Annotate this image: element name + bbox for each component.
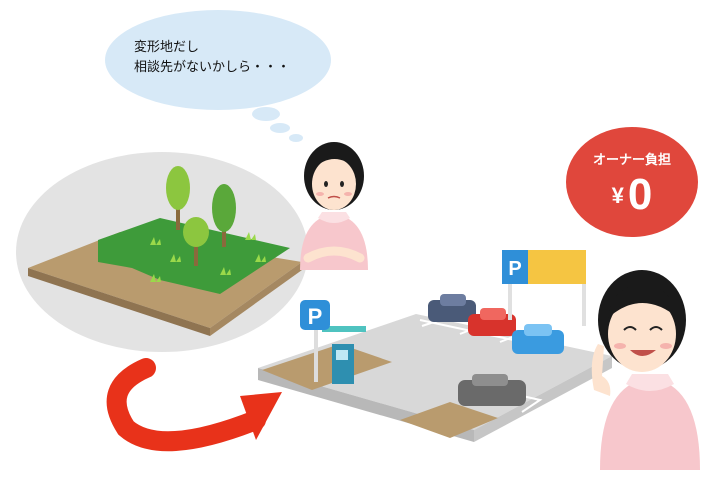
thought-bubble-text: 変形地だし 相談先がないかしら・・・ (134, 38, 334, 78)
tree-icon (166, 166, 236, 266)
parking-lot: P P (258, 250, 612, 442)
badge-amount-line: ¥0 (566, 167, 698, 224)
parking-billboard-icon: P (502, 250, 586, 326)
worried-woman (300, 142, 368, 270)
billboard-sign-letter: P (508, 258, 521, 280)
parking-sign-icon: P (300, 300, 330, 382)
irregular-land-circle (16, 152, 308, 352)
owner-cost-badge-bg (566, 127, 698, 237)
yen-symbol: ¥ (611, 183, 624, 208)
badge-amount: 0 (627, 170, 653, 219)
parking-sign-letter: P (308, 304, 323, 329)
owner-cost-badge: オーナー負担 ¥0 (566, 125, 698, 235)
transformation-arrow-icon (106, 358, 282, 452)
car-icon (428, 294, 564, 406)
smiling-woman (591, 270, 700, 470)
thought-line-2: 相談先がないかしら・・・ (134, 60, 291, 75)
thought-line-1: 変形地だし (134, 40, 200, 55)
thought-bubble (105, 10, 331, 142)
pay-station-icon (322, 326, 366, 384)
badge-label: オーナー負担 (592, 153, 671, 168)
